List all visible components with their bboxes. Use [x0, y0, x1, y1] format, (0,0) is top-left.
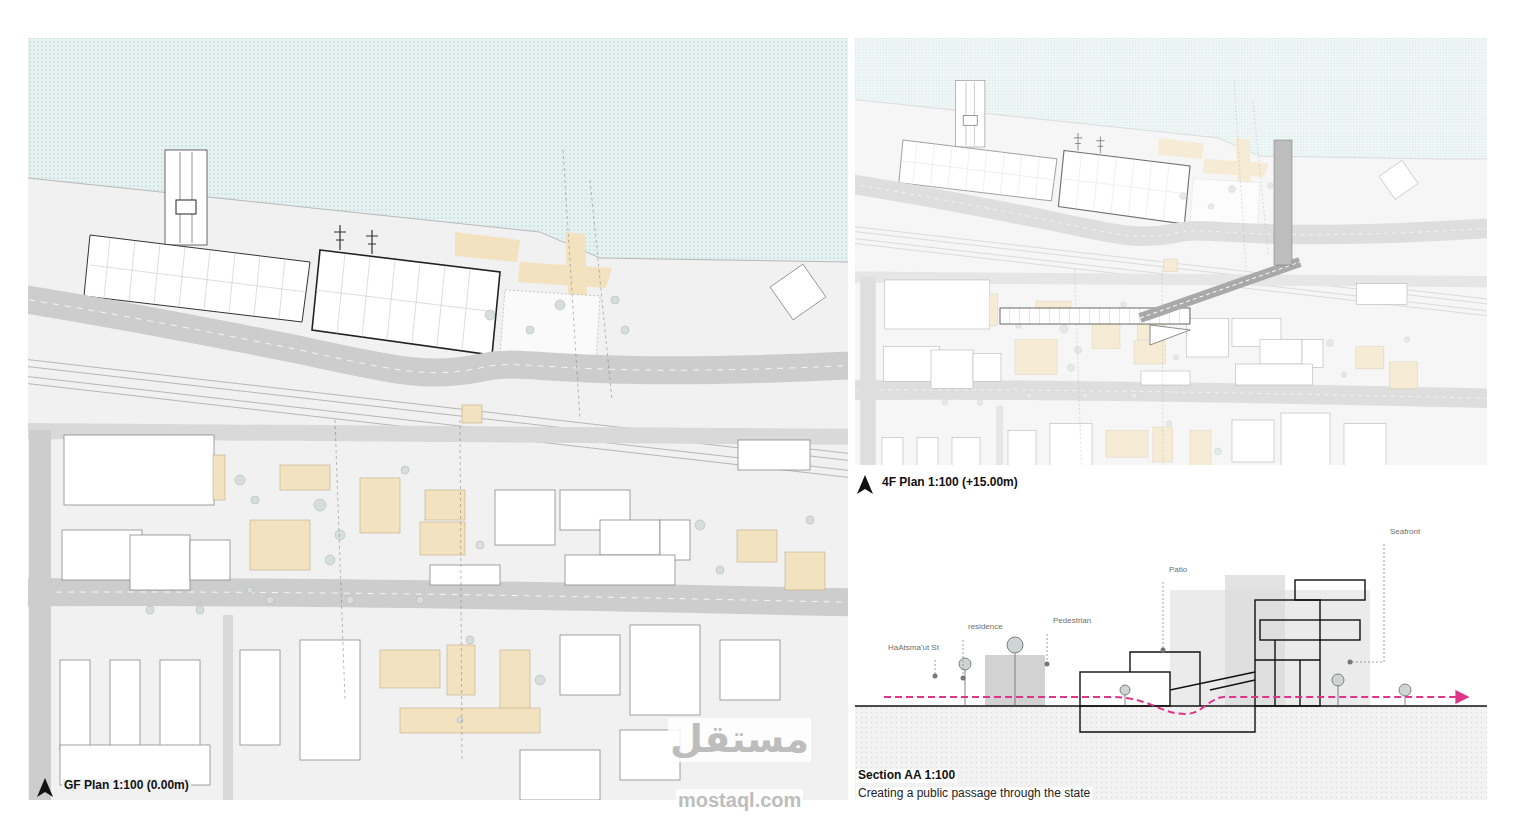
- plan-title: GF Plan 1:100 (0.00m): [62, 779, 191, 793]
- section-drawing: [884, 697, 1468, 714]
- fourth-floor-plan: [855, 38, 1487, 465]
- section-drawing: [1007, 637, 1023, 653]
- fourth-floor-plan: [855, 38, 1487, 465]
- section-drawing: [1332, 674, 1344, 686]
- section-caption: Creating a public passage through the st…: [856, 787, 1092, 801]
- section-drawing: [1255, 659, 1320, 660]
- section-drawing: [1080, 672, 1170, 706]
- section-label: Pedestrian: [1051, 616, 1093, 625]
- fourth-floor-plan: [1274, 140, 1292, 265]
- section-drawing: [933, 674, 938, 679]
- plan-title: 4F Plan 1:100 (+15.00m): [880, 476, 1020, 490]
- section-drawing: [959, 658, 971, 670]
- section-drawing: [959, 637, 1411, 706]
- fourth-floor-plan: [1140, 262, 1300, 318]
- ground-floor-plan: [28, 38, 848, 800]
- section-drawing: [935, 660, 936, 674]
- section-drawing: [1352, 544, 1384, 662]
- north-arrow: [857, 475, 873, 494]
- section-drawing: [1045, 662, 1050, 667]
- section-drawing: [1080, 580, 1365, 732]
- section-drawing: [1125, 694, 1126, 706]
- ground-floor-plan: [28, 38, 848, 800]
- fourth-floor-plan: [1150, 325, 1190, 345]
- section-drawing: [933, 648, 1353, 681]
- section-drawing: [963, 640, 964, 676]
- section-drawing: [1338, 684, 1339, 706]
- fourth-floor-plan: [1140, 262, 1300, 318]
- section-drawing: [935, 544, 1384, 676]
- section-drawing: [1295, 580, 1365, 600]
- section-drawing: [1299, 660, 1300, 706]
- section-drawing: [1163, 582, 1164, 648]
- north-arrow: [37, 778, 53, 797]
- section-drawing: [1015, 650, 1016, 706]
- section-drawing: [1399, 684, 1411, 696]
- section-drawing: [961, 676, 966, 681]
- section-label: Seafront: [1388, 527, 1422, 536]
- section-drawing: [1255, 600, 1320, 706]
- section-label: Patio: [1167, 565, 1189, 574]
- section-title: Section AA 1:100: [856, 769, 957, 783]
- section-drawing: [855, 544, 1487, 800]
- watermark: mostaql.com: [676, 789, 803, 812]
- street-label: HaAtsma'ut St: [886, 643, 941, 652]
- section-drawing: [855, 706, 1487, 800]
- section-label: residence: [966, 622, 1005, 631]
- section-drawing: [965, 668, 966, 706]
- section-drawing: [1080, 706, 1255, 732]
- section-drawing: [1260, 620, 1360, 640]
- section-drawing: [1120, 685, 1130, 695]
- section-drawing: [855, 705, 1487, 707]
- section-drawing: [1170, 672, 1255, 690]
- fourth-floor-plan: [855, 38, 1487, 465]
- section-drawing: [1161, 648, 1166, 653]
- section-drawing: [1348, 660, 1353, 665]
- section-drawing: [1047, 634, 1048, 662]
- watermark: مستقل: [668, 718, 811, 762]
- fourth-floor-plan: [855, 38, 1487, 465]
- section-drawing: [1130, 652, 1200, 706]
- section-drawing: [1210, 680, 1255, 690]
